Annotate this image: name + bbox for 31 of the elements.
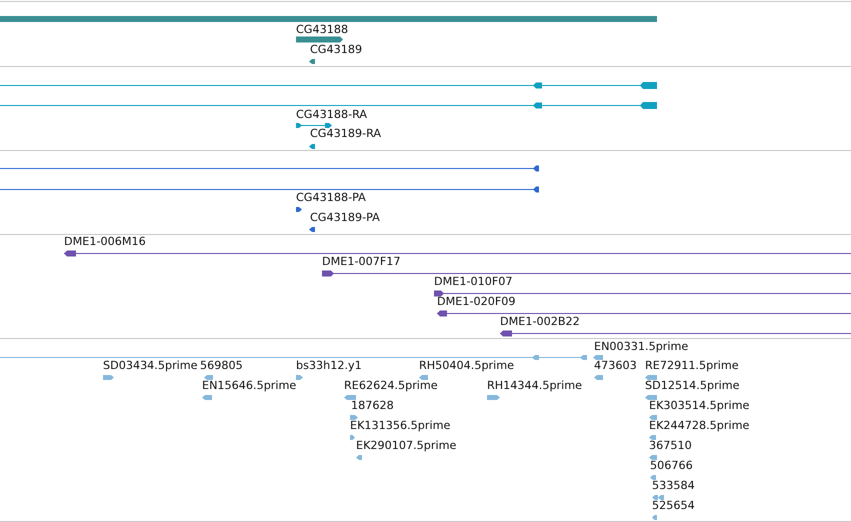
feature-label: DME1-007F17	[322, 255, 401, 269]
feature-label: RE72911.5prime	[645, 359, 739, 373]
feature-label: CG43188-PA	[296, 191, 366, 205]
feature-label: CG43189-PA	[310, 211, 380, 225]
feature-label: EN00331.5prime	[594, 340, 688, 354]
feature-label: DME1-020F09	[437, 295, 516, 309]
feature-label: EK290107.5prime	[356, 439, 456, 453]
feature-label: EK131356.5prime	[350, 419, 450, 433]
feature-label: RE62624.5prime	[344, 379, 438, 393]
feature-label: EK303514.5prime	[649, 399, 750, 413]
feature-label: EN15646.5prime	[202, 379, 296, 393]
feature-label: RH14344.5prime	[487, 379, 582, 393]
feature-label: DME1-010F07	[434, 275, 513, 289]
feature-label: EK244728.5prime	[649, 419, 750, 433]
feature-label: 569805	[200, 359, 243, 373]
feature-label: 473603	[594, 359, 637, 373]
feature-label: SD03434.5prime	[103, 359, 198, 373]
feature-label: RH50404.5prime	[419, 359, 514, 373]
feature-label: CG43189	[310, 43, 362, 57]
feature-label: CG43188	[296, 23, 348, 37]
feature-label: 525654	[652, 499, 695, 513]
feature-label: 506766	[650, 459, 693, 473]
feature-label: SD12514.5prime	[645, 379, 740, 393]
feature-label: 187628	[351, 399, 394, 413]
feature-label: bs33h12.y1	[296, 359, 362, 373]
feature-label: DME1-002B22	[500, 315, 580, 329]
feature-label: CG43188-RA	[296, 108, 368, 122]
feature-label: DME1-006M16	[64, 235, 146, 249]
feature-label: CG43189-RA	[310, 127, 382, 141]
feature-label: 533584	[652, 479, 695, 493]
feature-label: 367510	[649, 439, 692, 453]
